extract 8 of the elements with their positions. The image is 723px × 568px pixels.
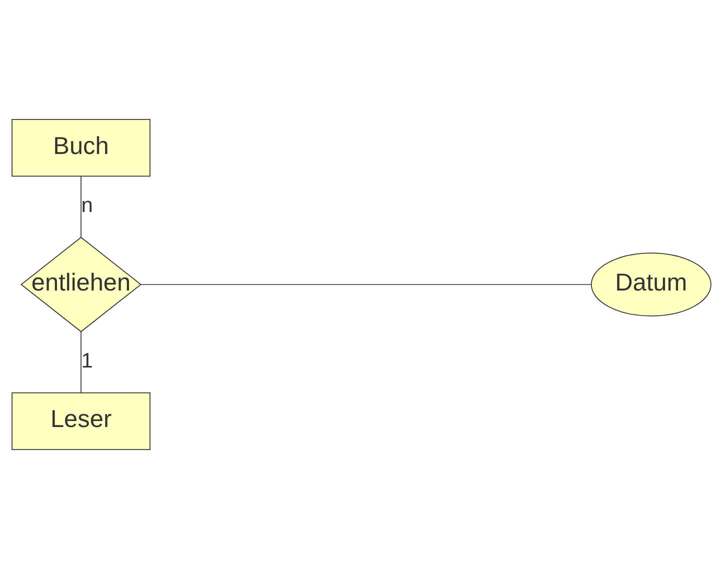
connector — [80, 175, 82, 238]
node-box: Buch — [12, 118, 150, 176]
node-ellipse: Datum — [590, 252, 712, 316]
node-box: Leser — [12, 392, 150, 450]
node-diamond: entliehen — [20, 236, 142, 332]
edge-label: 1 — [81, 349, 93, 372]
connector — [80, 330, 82, 393]
edge-label: n — [81, 194, 93, 217]
